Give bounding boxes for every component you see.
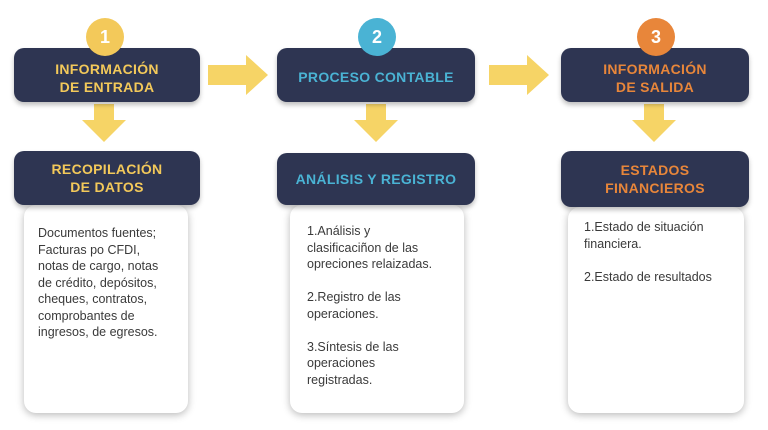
step-3-title-box: INFORMACIÓN DE SALIDA	[561, 48, 749, 102]
step-2-detail-card	[290, 205, 464, 413]
step-3-down-arrow	[632, 104, 676, 142]
step-2-detail-text: 1.Análisis y clasificaciñon de las oprec…	[307, 224, 433, 387]
step-1-title-box: INFORMACIÓN DE ENTRADA	[14, 48, 200, 102]
step-3-detail-card	[568, 207, 744, 413]
step-1-down-arrow	[82, 104, 126, 142]
step-1-subtitle-box: RECOPILACIÓN DE DATOS	[14, 151, 200, 205]
step-3-number-badge: 3	[637, 18, 675, 56]
step-2-title-box: PROCESO CONTABLE	[277, 48, 475, 102]
right-arrow-2-to-3	[489, 55, 549, 95]
step-1-detail-card	[24, 205, 188, 413]
step-1-detail-text: Documentos fuentes; Facturas po CFDI, no…	[38, 226, 159, 339]
step-2-number-badge: 2	[358, 18, 396, 56]
step-3-detail-text: 1.Estado de situación financiera. 2.Esta…	[584, 220, 712, 284]
step-2-down-arrow	[354, 104, 398, 142]
step-3-subtitle-box: ESTADOS FINANCIEROS	[561, 151, 749, 207]
right-arrow-1-to-2	[208, 55, 268, 95]
step-1-number-badge: 1	[86, 18, 124, 56]
step-2-subtitle-box: ANÁLISIS Y REGISTRO	[277, 153, 475, 205]
